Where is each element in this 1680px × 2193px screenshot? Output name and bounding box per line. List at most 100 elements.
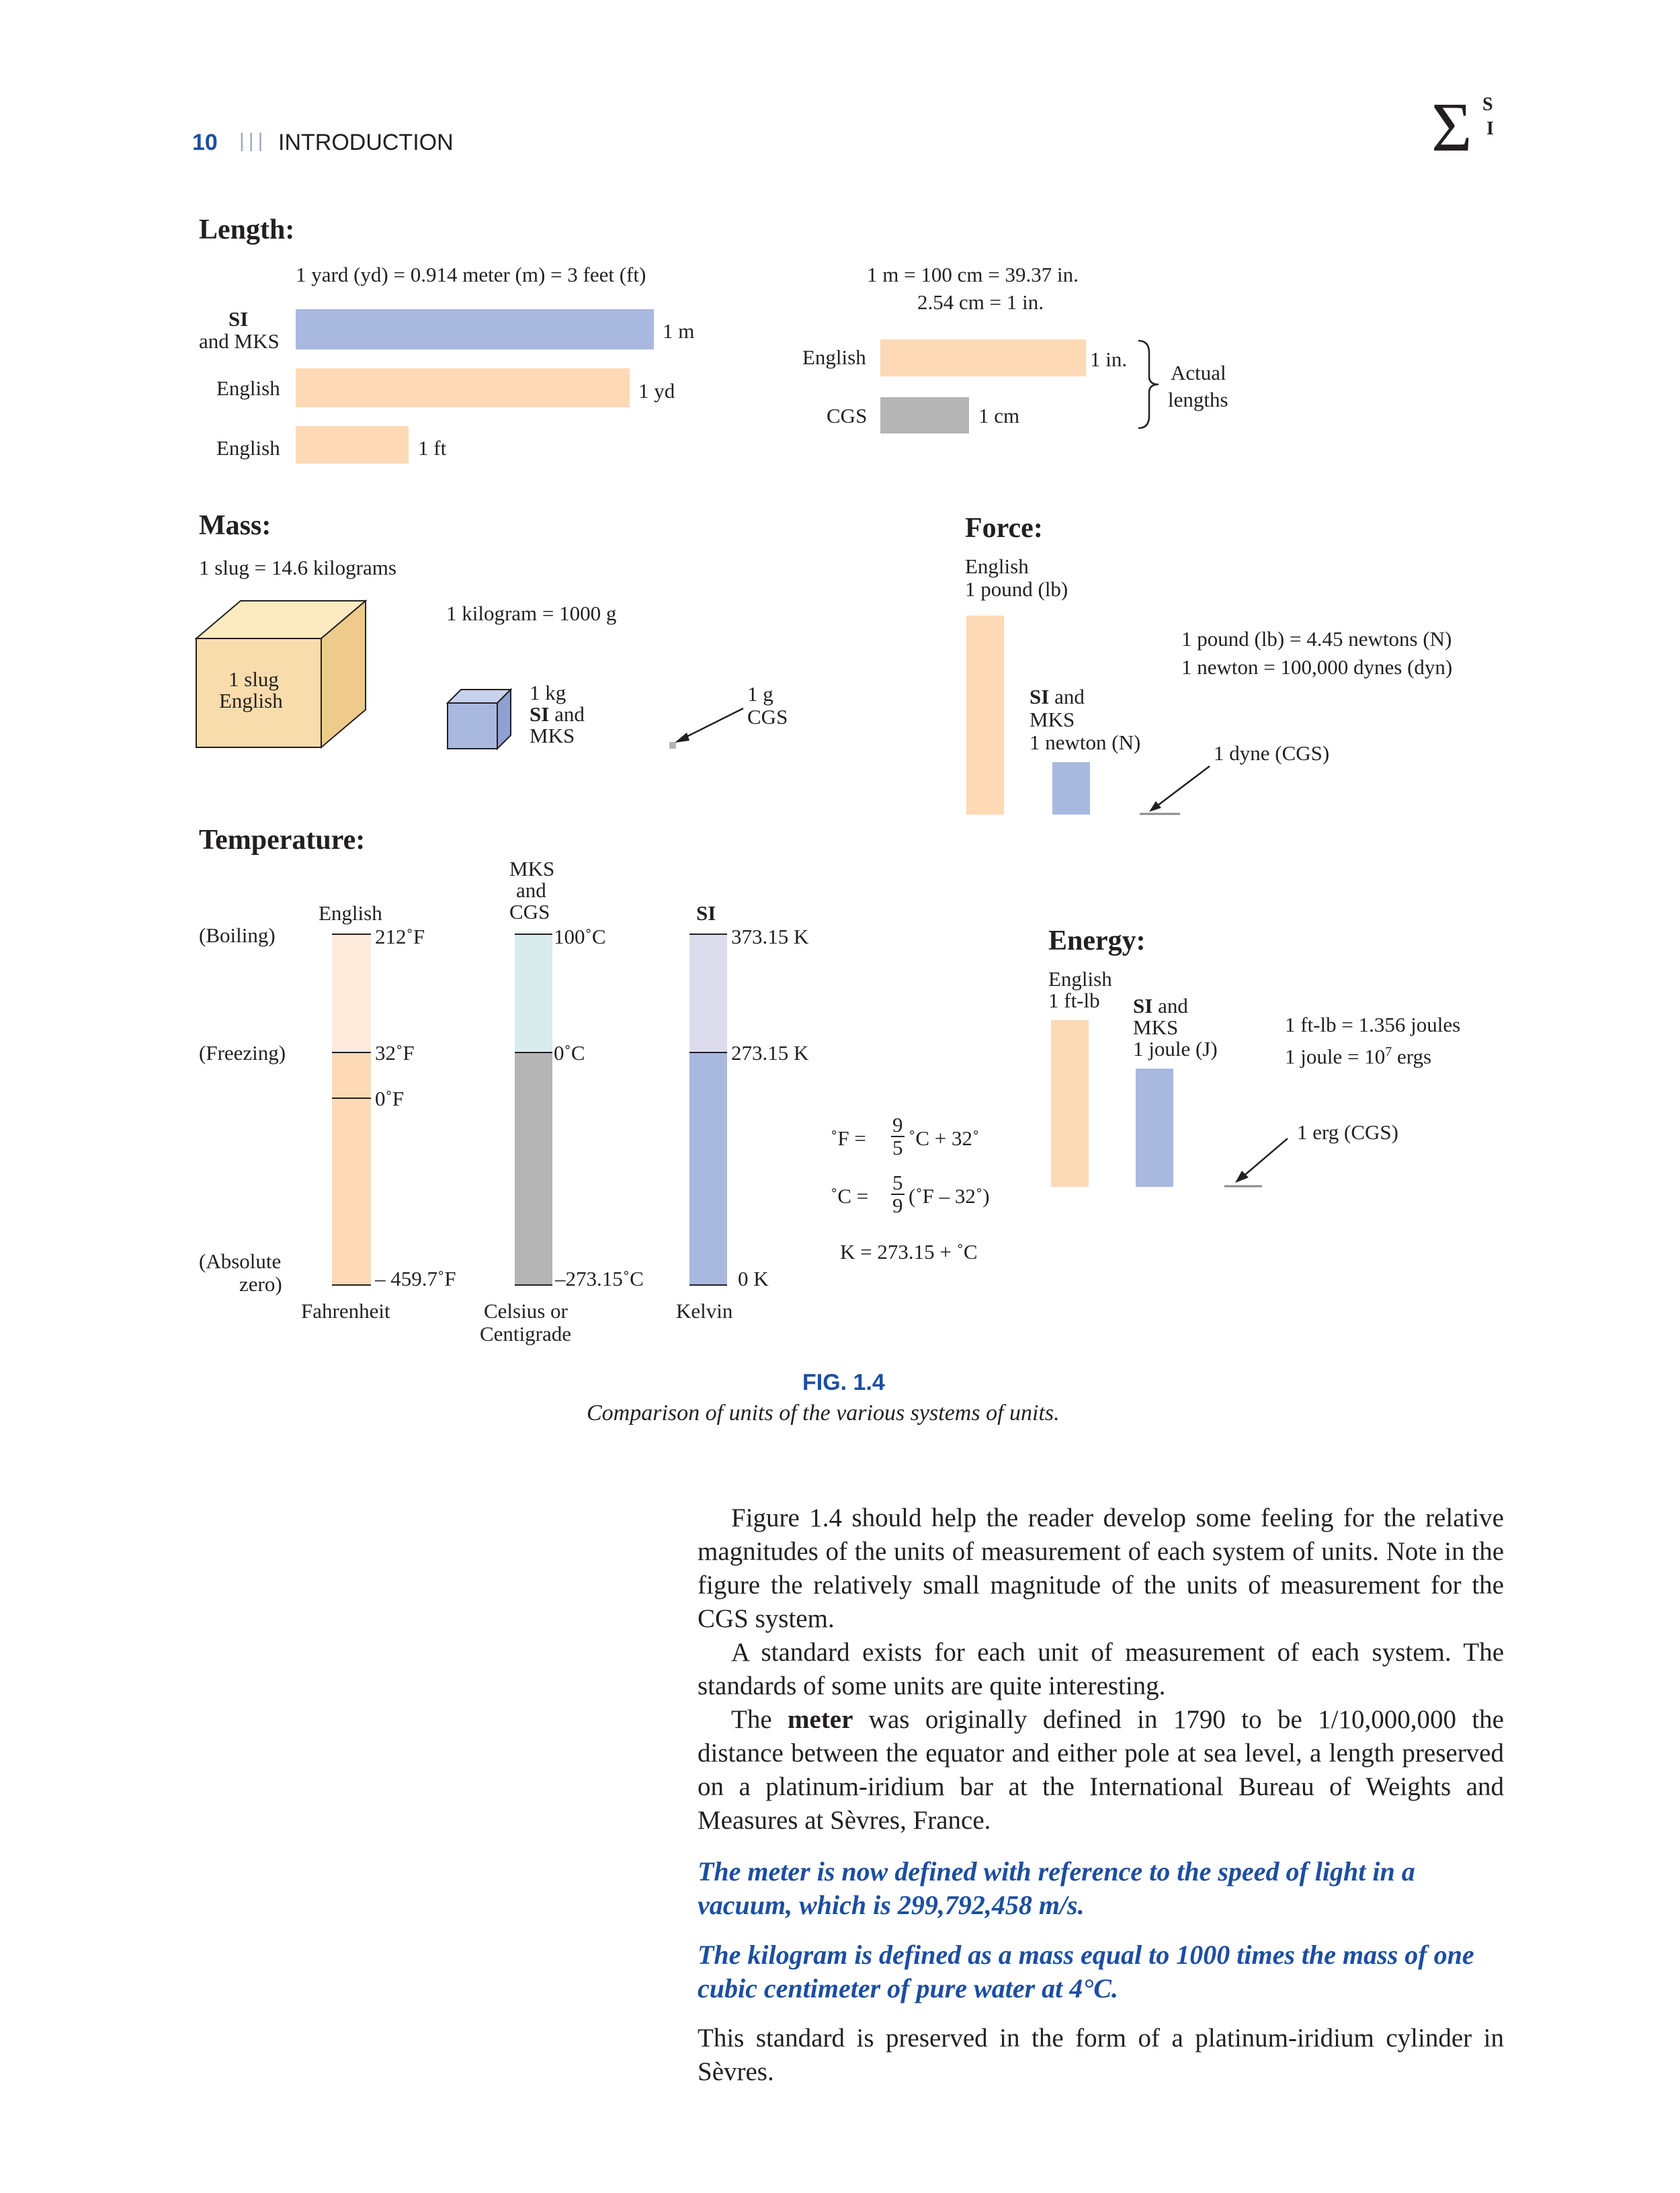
yard-bar-label: 1 yd: [638, 379, 675, 403]
f32-label: 32˚F: [375, 1041, 415, 1065]
body-paragraph-4: This standard is preserved in the form o…: [698, 2024, 1504, 2086]
meter-bar: [296, 309, 654, 349]
kilogram-si-bold: SI: [530, 702, 550, 726]
logo-i: I: [1486, 118, 1494, 139]
fahrenheit-boiling-tick: [332, 934, 371, 935]
celsius-freezing-tick: [515, 1052, 552, 1053]
body-paragraph-3-b: was originally defined in 1790 to be 1/1…: [698, 1705, 1504, 1835]
force-si-and: and: [1049, 685, 1085, 708]
energy-si-label: SI and: [1133, 995, 1188, 1018]
inch-bar-label: 1 in.: [1090, 347, 1128, 371]
kelvin-lower-bar: [689, 1052, 727, 1285]
absolute-zero-label-line1: (Absolute: [199, 1249, 282, 1273]
formula-celsius: ˚C = 5 9 (˚F – 32˚): [831, 1169, 1073, 1217]
ftlb-bar: [1051, 1020, 1089, 1187]
mks-cgs-label-line1: MKS: [509, 857, 555, 880]
inch-bar: [880, 339, 1086, 376]
body-paragraph-3: The meter was originally defined in 1790…: [698, 1703, 1504, 1837]
page-number: 10: [192, 130, 218, 155]
absolute-zero-label-line2: zero): [239, 1272, 282, 1296]
mass-relation-kilogram: 1 kilogram = 1000 g: [446, 602, 617, 625]
formula-fahrenheit: ˚F = 9 5 ˚C + 32˚: [831, 1113, 1073, 1160]
f0-label: 0˚F: [375, 1087, 405, 1110]
slug-label-line1: 1 slug: [228, 667, 279, 691]
force-pound-label: 1 pound (lb): [965, 577, 1068, 601]
k273-label: 273.15 K: [731, 1041, 809, 1065]
body-paragraph-2: A standard exists for each unit of measu…: [698, 1638, 1504, 1700]
force-title: Force:: [965, 513, 1043, 544]
fahrenheit-label: Fahrenheit: [301, 1299, 390, 1323]
force-english-label: English: [965, 554, 1029, 578]
kilogram-label-line3: MKS: [530, 724, 575, 747]
fabs-label: – 459.7˚F: [375, 1267, 456, 1290]
mass-title: Mass:: [199, 510, 271, 541]
section-title: INTRODUCTION: [278, 130, 454, 155]
fahrenheit-lower-bar: [332, 1052, 371, 1285]
celsius-label-line2: Centigrade: [480, 1322, 572, 1346]
energy-joule-label: 1 joule (J): [1133, 1037, 1218, 1061]
kilogram-definition: The kilogram is defined as a mass equal …: [698, 1940, 1474, 2003]
fahrenheit-upper-bar: [332, 934, 371, 1052]
boiling-label: (Boiling): [199, 923, 276, 947]
k373-label: 373.15 K: [731, 925, 809, 948]
english-label-foot: English: [216, 436, 280, 460]
logo-s: S: [1482, 94, 1493, 115]
body-paragraph-1: Figure 1.4 should help the reader develo…: [698, 1503, 1504, 1633]
gram-square-icon: [669, 742, 676, 749]
length-relation-yard: 1 yard (yd) = 0.914 meter (m) = 3 feet (…: [296, 263, 646, 286]
meter-bar-label: 1 m: [663, 319, 695, 343]
f212-label: 212˚F: [375, 925, 425, 948]
english-label-inch: English: [802, 345, 866, 369]
dyne-arrow-icon: [1140, 766, 1210, 815]
kelvin-upper-bar: [689, 934, 727, 1052]
length-title: Length:: [199, 214, 295, 245]
gram-label-line1: 1 g: [747, 682, 773, 706]
body-paragraph-3-meter: meter: [788, 1705, 853, 1734]
energy-relation-joule-a: 1 joule = 10: [1285, 1044, 1386, 1069]
meter-definition: The meter is now defined with reference …: [698, 1856, 1415, 1920]
mks-cgs-label-line2: and: [516, 878, 546, 902]
formula-c-fraction-bar: [891, 1194, 905, 1195]
force-mks-label: MKS: [1030, 708, 1075, 731]
energy-ftlb-label: 1 ft-lb: [1048, 989, 1100, 1012]
foot-bar: [296, 426, 409, 464]
newton-bar: [1052, 762, 1090, 815]
pound-bar: [966, 616, 1004, 815]
formula-c-left: ˚C =: [831, 1184, 869, 1208]
kelvin-absolute-tick: [689, 1284, 727, 1286]
formula-c-right: (˚F – 32˚): [909, 1184, 990, 1208]
body-paragraph-3-a: The: [731, 1705, 788, 1734]
energy-english-label: English: [1048, 967, 1112, 991]
brace-icon: [1138, 339, 1159, 429]
length-relation-meter: 1 m = 100 cm = 39.37 in.: [867, 263, 1079, 286]
erg-arrow-icon: [1224, 1138, 1288, 1188]
foot-bar-label: 1 ft: [418, 436, 447, 460]
actual-lengths-line1: Actual: [1171, 361, 1226, 384]
yard-bar: [296, 368, 630, 407]
formula-kelvin: K = 273.15 + ˚C: [840, 1240, 978, 1264]
figure-number: FIG. 1.4: [802, 1370, 885, 1395]
english-label-yard: English: [216, 376, 280, 400]
energy-relation-joule-exp: 7: [1385, 1044, 1392, 1059]
cabs-label: –273.15˚C: [555, 1267, 644, 1290]
celsius-boiling-tick: [515, 934, 552, 935]
sigma-glyph: Σ: [1431, 89, 1472, 166]
c100-label: 100˚C: [554, 925, 606, 948]
kilogram-cube-icon: [446, 688, 513, 750]
slug-label-line2: English: [219, 689, 283, 712]
length-relation-inch: 2.54 cm = 1 in.: [917, 290, 1044, 314]
kilogram-label-line1: 1 kg: [530, 681, 566, 704]
actual-lengths-line2: lengths: [1168, 388, 1228, 411]
celsius-lower-bar: [515, 1052, 552, 1285]
formula-f-num: 9: [892, 1113, 903, 1136]
header-separator: |||: [239, 130, 267, 152]
celsius-upper-bar: [515, 934, 552, 1052]
centimeter-bar-label: 1 cm: [978, 404, 1020, 427]
formula-f-den: 5: [892, 1136, 903, 1159]
formula-c-den: 9: [892, 1194, 903, 1217]
fahrenheit-freezing-tick: [332, 1052, 371, 1053]
fahrenheit-zero-tick: [332, 1098, 371, 1099]
freezing-label: (Freezing): [199, 1041, 286, 1065]
force-dyne-label: 1 dyne (CGS): [1214, 741, 1330, 765]
formula-c-num: 5: [892, 1171, 903, 1194]
